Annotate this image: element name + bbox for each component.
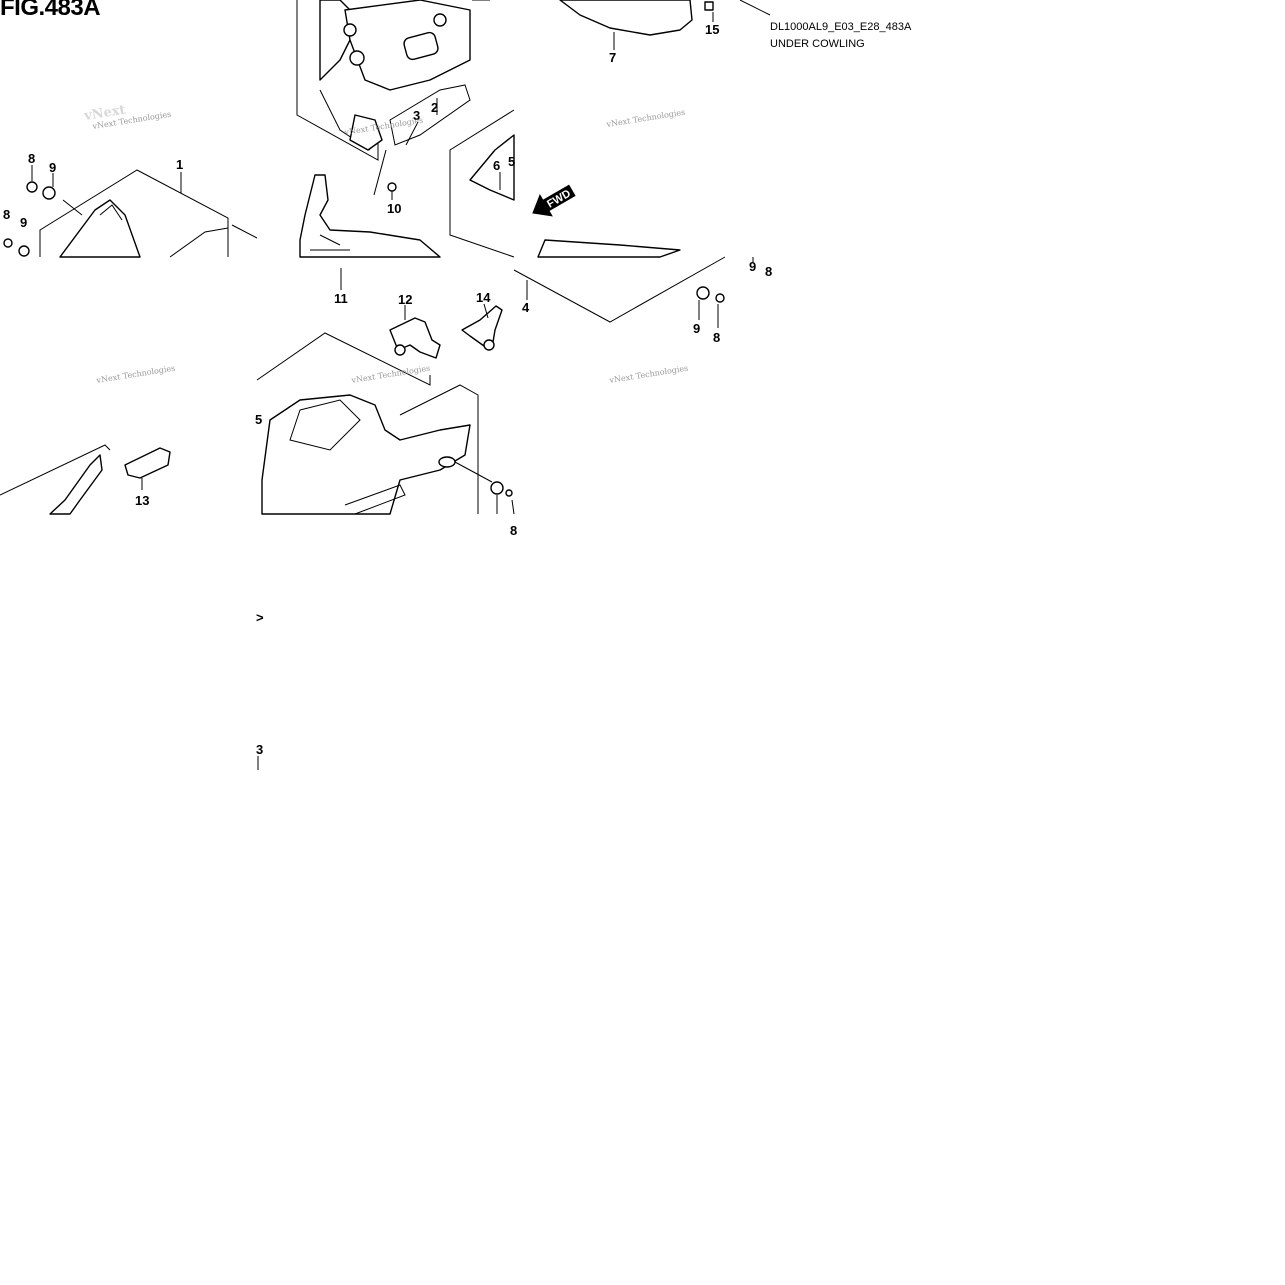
bolt-8-a (26, 181, 38, 193)
part-4-frame (513, 256, 726, 323)
part-11-shape (299, 174, 441, 258)
tile-top-left: 1 8 9 8 9 vNext vNext Technologies (3, 103, 258, 258)
part-3-shape (349, 114, 383, 151)
callout-8-b: 8 (3, 207, 10, 222)
grommet-9-e (490, 481, 504, 495)
part-6-shape (469, 134, 515, 201)
callout-9-d: 9 (693, 321, 700, 336)
callout-8-d: 8 (713, 330, 720, 345)
bolt-8-b (3, 238, 13, 248)
callout-6: 6 (493, 158, 500, 173)
tile-middle-center: 12 14 5 11 vNext Technologies (255, 268, 515, 515)
partial-glyph-3: 3 (256, 742, 263, 757)
bolt-8-d (715, 293, 725, 303)
figure-title: FIG.483A (0, 0, 101, 21)
callout-1: 1 (176, 157, 183, 172)
callout-11: 11 (334, 291, 348, 306)
watermark-4: vNext Technologies (608, 364, 689, 385)
callout-7: 7 (609, 50, 616, 65)
callout-14: 14 (476, 290, 491, 305)
callout-12: 12 (398, 292, 412, 307)
callout-3: 3 (413, 108, 420, 123)
grommet-9-a (42, 186, 56, 200)
callout-8-a: 8 (28, 151, 35, 166)
part-13-shape (124, 447, 171, 479)
svg-text:FWD: FWD (545, 188, 573, 211)
tile-middle-right: 4 9 8 vNext Technologies (513, 256, 726, 385)
callout-8-c: 8 (765, 264, 772, 279)
callout-5-a: 5 (508, 154, 515, 169)
tile-middle-left: 13 vNext Technologies (0, 364, 176, 515)
grommet-9-b (18, 245, 30, 257)
part-14-shape (461, 305, 503, 349)
callout-4: 4 (522, 300, 530, 315)
callout-8-e: 8 (510, 523, 517, 538)
part-1-frame (39, 169, 229, 257)
screw-10 (387, 182, 397, 192)
callout-10: 10 (387, 201, 401, 216)
callout-15: 15 (705, 22, 719, 37)
grommet-9-d (696, 286, 710, 300)
svg-text:vNext: vNext (82, 103, 126, 124)
part-1-shape (59, 199, 141, 258)
part-7-shape (559, 0, 693, 36)
clip-15 (704, 1, 714, 11)
part-5-shape (261, 394, 471, 515)
callout-2: 2 (431, 100, 438, 115)
watermark-6: vNext Technologies (95, 364, 176, 385)
callout-9-b: 9 (20, 215, 27, 230)
callout-5-b: 5 (255, 412, 262, 427)
figure-code: DL1000AL9_E03_E28_483A (770, 21, 912, 33)
tile-top-middle: 2 3 10 vNext Technologies (296, 0, 490, 258)
section-title: UNDER COWLING (770, 38, 865, 50)
partial-glyph-arrow: > (256, 610, 264, 625)
watermark-5: vNext Technologies (350, 364, 431, 385)
callout-9-a: 9 (49, 160, 56, 175)
watermark-3: vNext Technologies (605, 108, 686, 129)
callout-9-c: 9 (749, 259, 756, 274)
callout-13: 13 (135, 493, 149, 508)
fwd-arrow: FWD (532, 184, 576, 217)
tile-top-right: 7 15 6 5 FWD vNext Technologies 9 8 (449, 0, 772, 279)
